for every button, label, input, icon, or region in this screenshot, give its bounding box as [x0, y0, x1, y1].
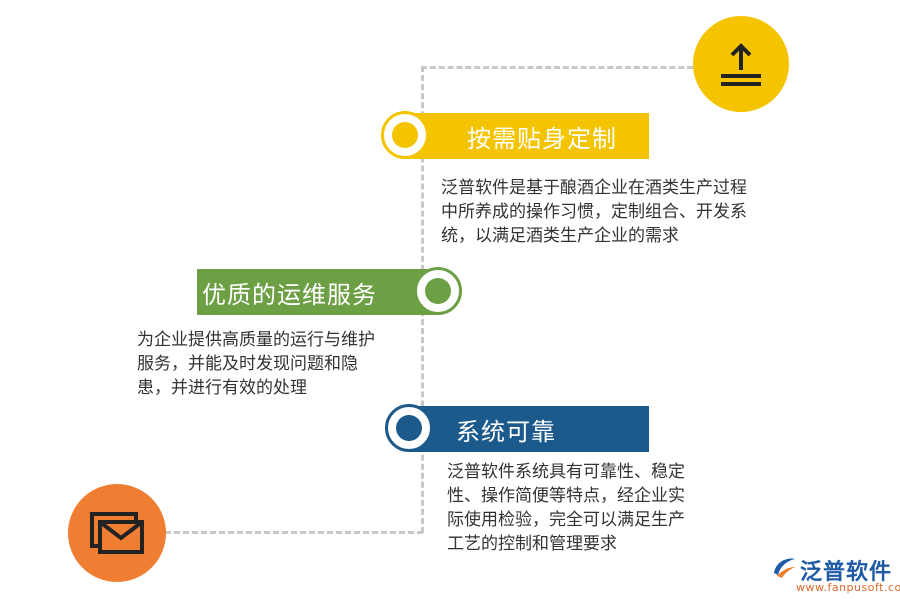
upload-icon: [721, 43, 761, 86]
step-2-banner: 优质的运维服务: [197, 269, 437, 315]
step-2-node: [414, 267, 462, 315]
logo-name: 泛普软件: [800, 560, 893, 585]
upload-icon-circle: [693, 16, 789, 112]
brand-logo: 泛普软件 www.fanpusoft.com: [770, 551, 900, 595]
step-1-node: [381, 111, 429, 159]
step-2-description: 为企业提供高质量的运行与维护服务，并能及时发现问题和隐患，并进行有效的处理: [137, 330, 375, 398]
mail-icon-circle: [68, 484, 166, 582]
logo-url: www.fanpusoft.com: [796, 581, 900, 594]
step-2-title: 优质的运维服务: [202, 280, 377, 309]
step-1-description: 泛普软件是基于酿酒企业在酒类生产过程中所养成的操作习惯，定制组合、开发系统，以满…: [441, 178, 747, 246]
step-3-node: [385, 404, 433, 452]
mail-icon: [90, 512, 144, 554]
connector-bottom: [165, 531, 423, 534]
step-3-description: 泛普软件系统具有可靠性、稳定性、操作简便等特点，经企业实际使用检验，完全可以满足…: [447, 462, 685, 554]
swoosh-logo-icon: [774, 558, 795, 578]
step-1-title: 按需贴身定制: [467, 124, 617, 153]
connector-top: [421, 66, 693, 69]
step-3-title: 系统可靠: [456, 417, 556, 446]
step-1-banner: 按需贴身定制: [405, 113, 649, 159]
step-3-banner: 系统可靠: [408, 406, 649, 452]
